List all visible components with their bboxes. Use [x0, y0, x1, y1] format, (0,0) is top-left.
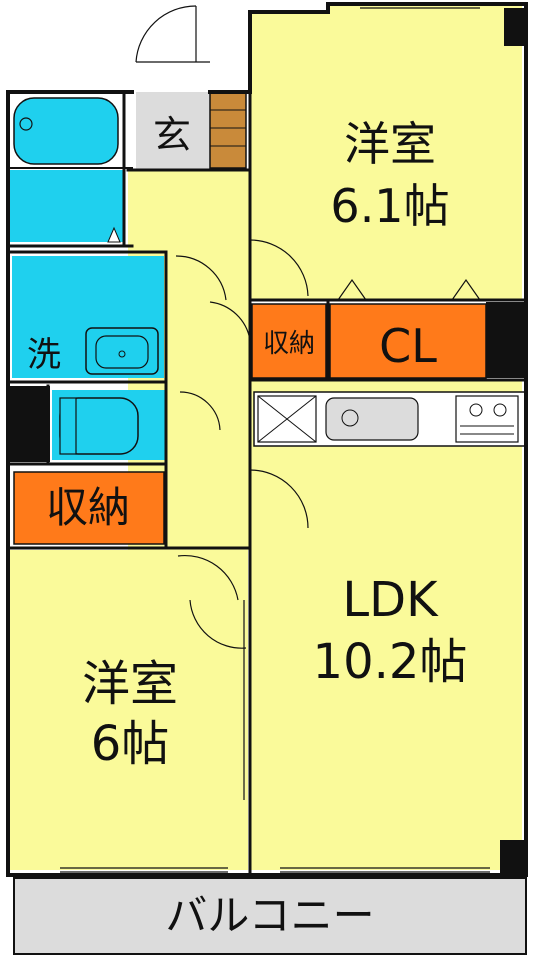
stove [455, 395, 519, 443]
balcony-area [13, 877, 527, 955]
shoe-cabinet [209, 91, 247, 169]
entrance-label: 玄 [153, 113, 191, 157]
western-room-1-name: 洋室 [344, 117, 436, 171]
closet-label: CL [379, 319, 437, 373]
western-room-1-size: 6.1帖 [330, 179, 449, 233]
ldk-area [250, 380, 522, 870]
windows [60, 7, 490, 873]
western-room-1-area [250, 4, 522, 300]
bath-floor [10, 170, 124, 242]
entrance-area [136, 92, 210, 170]
western-room-2-size: 6帖 [91, 716, 170, 772]
balcony-label: バルコニー [165, 891, 374, 940]
ldk-size: 10.2帖 [313, 634, 468, 690]
western-room-2-area [10, 550, 248, 870]
walls [6, 2, 528, 877]
storage-west-label: 収納 [46, 483, 130, 532]
ldk-name: LDK [342, 572, 439, 628]
storage-small [251, 303, 327, 379]
storage-west [13, 471, 165, 545]
doors [135, 5, 481, 649]
western-room-2-name: 洋室 [82, 656, 178, 712]
storage-small-label: 収納 [263, 329, 315, 359]
kitchen-sink [325, 397, 419, 441]
laundry-label: 洗 [27, 335, 61, 375]
bathtub [13, 97, 119, 165]
closet-area [329, 303, 487, 379]
